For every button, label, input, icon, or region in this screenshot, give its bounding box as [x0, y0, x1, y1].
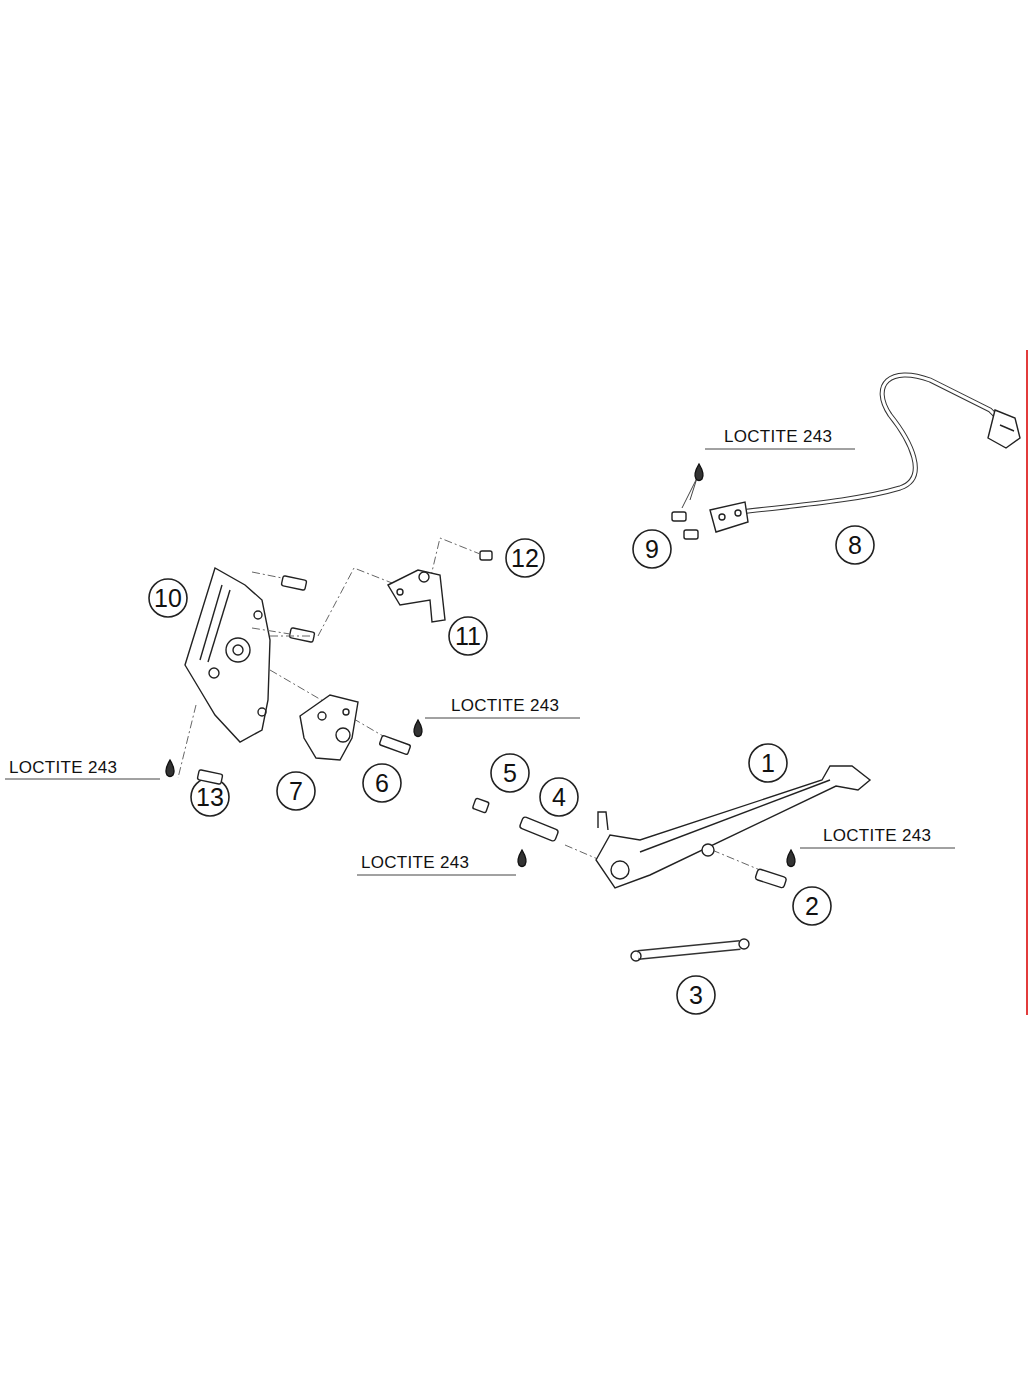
callout-number: 13: [196, 785, 224, 810]
callout-number: 9: [645, 537, 659, 562]
loctite-note: LOCTITE 243: [724, 428, 832, 445]
callout-number: 11: [455, 624, 481, 649]
loctite-note: LOCTITE 243: [9, 759, 117, 776]
callout-number: 1: [761, 751, 775, 776]
callout-number: 6: [375, 771, 389, 796]
callout-number: 7: [289, 779, 303, 804]
callout-number: 12: [511, 546, 539, 571]
callout-number: 3: [689, 983, 703, 1008]
loctite-note: LOCTITE 243: [451, 697, 559, 714]
callout-number: 5: [503, 761, 517, 786]
callout-number: 2: [805, 894, 819, 919]
loctite-note: LOCTITE 243: [361, 854, 469, 871]
callout-number: 10: [154, 586, 182, 611]
loctite-note: LOCTITE 243: [823, 827, 931, 844]
callout-number: 4: [552, 785, 566, 810]
callout-number: 8: [848, 533, 862, 558]
